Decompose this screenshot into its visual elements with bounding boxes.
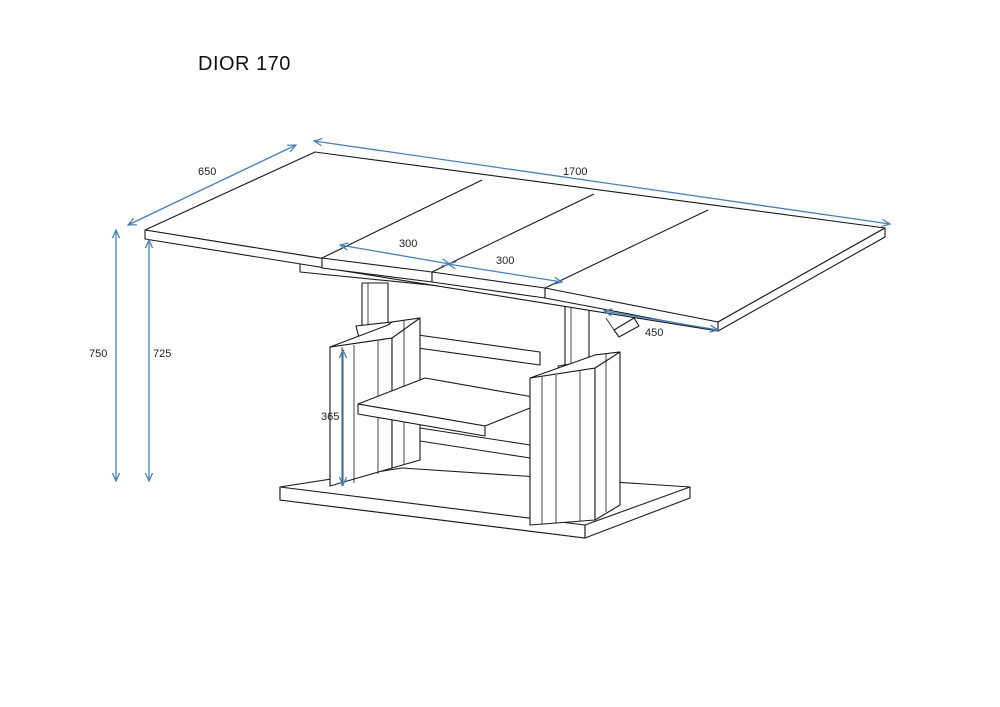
lift-height-label: 450 (645, 327, 663, 339)
extension-right-dimension (448, 264, 562, 282)
extension-left-dimension (340, 245, 450, 264)
extension-right-label: 300 (496, 255, 514, 267)
product-title: DIOR 170 (198, 53, 291, 75)
shelf (357, 377, 551, 459)
shelf-height-label: 365 (321, 411, 339, 423)
table-top (144, 151, 886, 332)
lift-height-dimension (604, 311, 718, 330)
depth-label: 650 (198, 166, 216, 178)
depth-dimension (128, 145, 296, 225)
right-pedestal (529, 351, 621, 526)
height-max-label: 750 (89, 348, 107, 360)
height-min-label: 725 (153, 348, 171, 360)
length-dimension (314, 141, 890, 224)
length-label: 1700 (563, 166, 587, 178)
lift-handle-icon (605, 317, 640, 338)
extension-left-label: 300 (399, 238, 417, 250)
dimension-lines (116, 141, 890, 485)
